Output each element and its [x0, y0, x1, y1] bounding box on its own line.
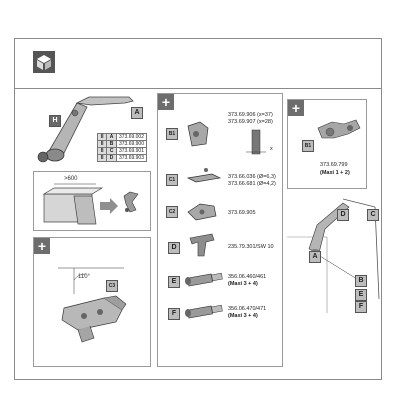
- bracket-b1-illustration: [187, 121, 209, 147]
- label-b1: B1: [166, 128, 178, 140]
- f-code: 356.06.470/471: [228, 306, 267, 312]
- width-label: >600: [64, 176, 78, 182]
- label-a-right: A: [309, 251, 321, 263]
- b1-x-label: x: [270, 146, 273, 152]
- f-note: (Maxi 3 + 4): [228, 313, 258, 319]
- rod-illustration: [246, 129, 266, 155]
- cylinder-e-illustration: [185, 272, 223, 287]
- plus-icon: +: [158, 94, 174, 110]
- label-f: F: [168, 308, 180, 320]
- label-c3: C3: [106, 280, 118, 292]
- hinge-illustration: [58, 267, 127, 343]
- label-b-right: B: [355, 275, 367, 287]
- c1-code-2: 373.66.681 (Ø=4,2): [228, 181, 276, 187]
- label-c-right: C: [367, 209, 379, 221]
- sheet-header: [15, 39, 381, 89]
- d-code: 235.79.301/SW 10: [228, 244, 274, 250]
- label-a: A: [131, 107, 143, 119]
- hinge-panel: + 110° C3: [33, 237, 151, 367]
- bracket-c2-illustration: [187, 203, 217, 221]
- parts-panel: + B1 373.69.906 (x=37) 373.69.907 (x=28)…: [157, 93, 283, 367]
- c1-code-1: 373.66.036 (Ø=6,3): [228, 174, 276, 180]
- c2-code: 373.69.905: [228, 210, 256, 216]
- label-c2: C2: [166, 206, 178, 218]
- right-top-note: (Maxi 1 + 2): [320, 170, 350, 176]
- right-top-panel: + B1 373.69.799 (Maxi 1 + 2): [287, 99, 367, 189]
- plus-icon: +: [288, 100, 304, 116]
- label-f-right: F: [355, 301, 367, 313]
- bracket-c1-illustration: [186, 168, 222, 183]
- label-d: D: [168, 242, 180, 254]
- e-note: (Maxi 3 + 4): [228, 281, 258, 287]
- angle-label: 110°: [78, 274, 90, 280]
- label-e: E: [168, 276, 180, 288]
- label-d-right: D: [337, 209, 349, 221]
- lift-arm-illustration: [37, 96, 134, 163]
- b1-code-1: 373.69.906 (x=37): [228, 112, 273, 118]
- cabinet-illustration: [42, 183, 139, 225]
- right-top-code: 373.69.799: [320, 162, 348, 168]
- label-c1: C1: [166, 174, 178, 186]
- cylinder-f-illustration: [185, 304, 223, 319]
- wrench-d-illustration: [189, 233, 215, 257]
- label-e-right: E: [355, 289, 367, 301]
- mechanism-illustration: [317, 119, 361, 139]
- plus-icon: +: [34, 238, 50, 254]
- e-code: 356.06.460/461: [228, 274, 267, 280]
- b1-code-2: 373.69.907 (x=28): [228, 119, 273, 125]
- box-icon: [33, 51, 55, 73]
- width-panel: >600: [33, 171, 151, 231]
- label-b1-right: B1: [302, 140, 314, 152]
- label-h: H: [49, 115, 61, 127]
- cabinet-assembly: D C A B E F: [287, 189, 381, 319]
